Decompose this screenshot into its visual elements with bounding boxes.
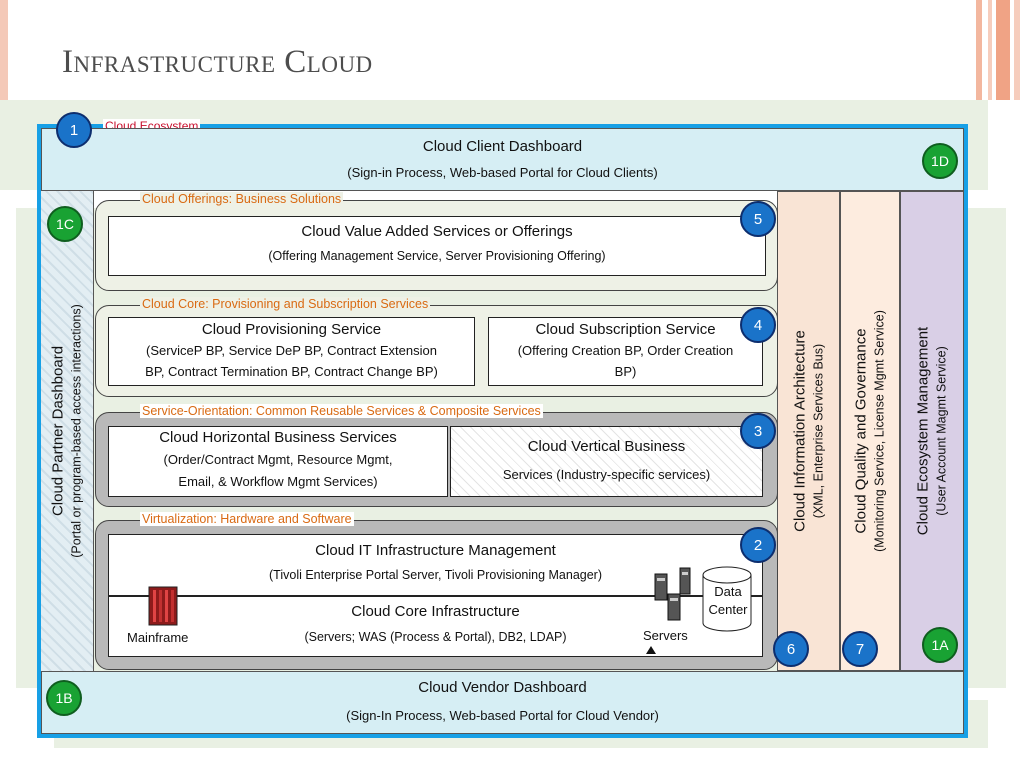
- it-mgmt-title: Cloud IT Infrastructure Management: [315, 542, 556, 559]
- badge-4: 4: [740, 307, 776, 343]
- subscription-service-box: Cloud Subscription Service (Offering Cre…: [488, 317, 763, 386]
- provisioning-title: Cloud Provisioning Service: [201, 321, 382, 338]
- soa-group: Service-Orientation: Common Reusable Ser…: [95, 404, 778, 507]
- provisioning-line1: (ServiceP BP, Service DeP BP, Contract E…: [146, 343, 437, 358]
- info-arch-title: Cloud Information Architecture: [790, 330, 808, 532]
- eco-mgmt-text: Cloud Ecosystem Management (User Account…: [913, 327, 950, 535]
- badge-1c: 1C: [47, 206, 83, 242]
- core-label: Cloud Core: Provisioning and Subscriptio…: [140, 297, 431, 311]
- subscription-title: Cloud Subscription Service: [535, 321, 716, 338]
- value-added-title: Cloud Value Added Services or Offerings: [301, 223, 573, 240]
- badge-1a: 1A: [922, 627, 958, 663]
- offerings-label: Cloud Offerings: Business Solutions: [140, 192, 344, 206]
- info-arch-text: Cloud Information Architecture (XML, Ent…: [790, 330, 827, 532]
- badge-5: 5: [740, 201, 776, 237]
- mainframe-icon: [148, 586, 178, 626]
- vertical-line1: Cloud Vertical Business: [527, 438, 686, 455]
- horizontal-line1: (Order/Contract Mgmt, Resource Mgmt,: [163, 452, 393, 467]
- partner-dashboard: Cloud Partner Dashboard (Portal or progr…: [41, 191, 94, 671]
- badge-1d: 1D: [922, 143, 958, 179]
- badge-3: 3: [740, 413, 776, 449]
- it-infrastructure-mgmt-box: Cloud IT Infrastructure Management (Tivo…: [108, 534, 763, 596]
- client-dashboard-title: Cloud Client Dashboard: [422, 138, 583, 155]
- decor-bar: [1014, 0, 1020, 100]
- ecosystem-management: Cloud Ecosystem Management (User Account…: [900, 191, 964, 671]
- cloud-ecosystem-frame: [37, 124, 968, 738]
- badge-2: 2: [740, 527, 776, 563]
- vendor-dashboard: Cloud Vendor Dashboard (Sign-In Process,…: [41, 671, 964, 734]
- vendor-dashboard-title: Cloud Vendor Dashboard: [418, 679, 587, 696]
- partner-dashboard-title: Cloud Partner Dashboard: [49, 345, 67, 517]
- core-group: Cloud Core: Provisioning and Subscriptio…: [95, 297, 778, 397]
- virtualization-label: Virtualization: Hardware and Software: [140, 512, 354, 526]
- provisioning-line2: BP, Contract Termination BP, Contract Ch…: [145, 364, 438, 379]
- offerings-group: Cloud Offerings: Business Solutions Clou…: [95, 192, 778, 291]
- badge-6: 6: [773, 631, 809, 667]
- core-infra-subtitle: (Servers; WAS (Process & Portal), DB2, L…: [304, 630, 567, 644]
- quality-governance: Cloud Quality and Governance (Monitoring…: [840, 191, 900, 671]
- slide-title: Infrastructure Cloud: [62, 44, 373, 80]
- soa-label: Service-Orientation: Common Reusable Ser…: [140, 404, 543, 418]
- it-mgmt-subtitle: (Tivoli Enterprise Portal Server, Tivoli…: [269, 568, 602, 582]
- servers-icon: [654, 567, 691, 621]
- value-added-subtitle: (Offering Management Service, Server Pro…: [268, 249, 606, 263]
- decor-bar: [0, 0, 8, 100]
- core-infra-title: Cloud Core Infrastructure: [351, 603, 520, 620]
- badge-7: 7: [842, 631, 878, 667]
- eco-mgmt-title: Cloud Ecosystem Management: [914, 326, 932, 536]
- core-infrastructure-box: Cloud Core Infrastructure (Servers; WAS …: [108, 596, 763, 657]
- client-dashboard-subtitle: (Sign-in Process, Web-based Portal for C…: [347, 165, 658, 180]
- data-center-icon: [702, 566, 752, 632]
- subscription-line1: (Offering Creation BP, Order Creation: [517, 343, 734, 358]
- horizontal-services-box: Cloud Horizontal Business Services (Orde…: [108, 426, 448, 497]
- decor-bar: [976, 0, 982, 100]
- subscription-line2: BP): [614, 364, 637, 379]
- horizontal-title: Cloud Horizontal Business Services: [159, 429, 397, 446]
- badge-1: 1: [56, 112, 92, 148]
- value-added-services-box: Cloud Value Added Services or Offerings …: [108, 216, 766, 276]
- info-arch-subtitle: (XML, Enterprise Services Bus): [811, 343, 826, 519]
- provisioning-service-box: Cloud Provisioning Service (ServiceP BP,…: [108, 317, 475, 386]
- information-architecture: Cloud Information Architecture (XML, Ent…: [777, 191, 840, 671]
- vendor-dashboard-subtitle: (Sign-In Process, Web-based Portal for C…: [346, 708, 659, 723]
- client-dashboard: Cloud Client Dashboard (Sign-in Process,…: [41, 128, 964, 191]
- horizontal-line2: Email, & Workflow Mgmt Services): [178, 474, 378, 489]
- decor-bar: [988, 0, 992, 100]
- vertical-services-box: Cloud Vertical Business Services (Indust…: [450, 426, 763, 497]
- vertical-line2: Services (Industry-specific services): [502, 467, 711, 482]
- quality-subtitle: (Monitoring Service, License Mgmt Servic…: [872, 310, 887, 552]
- decor-bar: [996, 0, 1010, 100]
- data-center-label-2: Center: [708, 602, 748, 617]
- quality-text: Cloud Quality and Governance (Monitoring…: [851, 310, 888, 552]
- partner-dashboard-subtitle: (Portal or program-based access interact…: [69, 304, 84, 558]
- badge-1b: 1B: [46, 680, 82, 716]
- partner-dashboard-text: Cloud Partner Dashboard (Portal or progr…: [48, 304, 85, 558]
- mainframe-label: Mainframe: [127, 630, 189, 645]
- pointer-triangle-icon: [646, 646, 656, 654]
- data-center-label-1: Data: [714, 584, 742, 599]
- servers-label: Servers: [643, 628, 688, 643]
- quality-title: Cloud Quality and Governance: [852, 328, 870, 534]
- eco-mgmt-subtitle: (User Account Magmt Service): [934, 346, 949, 516]
